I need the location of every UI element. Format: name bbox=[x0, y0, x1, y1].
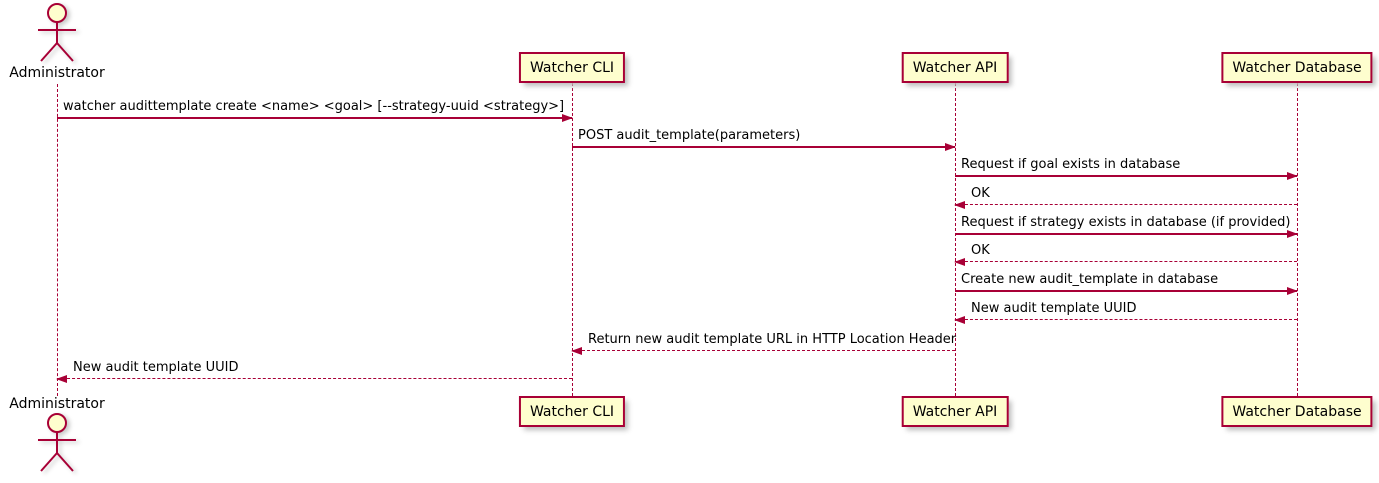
message-8-line bbox=[955, 319, 1297, 320]
message-7-label: Create new audit_template in database bbox=[961, 272, 1219, 287]
participant-watcher-cli-top: Watcher CLI bbox=[518, 52, 626, 83]
message-3: Request if goal exists in database bbox=[955, 154, 1298, 180]
message-5-line bbox=[955, 233, 1297, 235]
arrowhead-left-icon bbox=[954, 258, 965, 266]
arrowhead-right-icon bbox=[1287, 172, 1298, 180]
message-3-line bbox=[955, 175, 1297, 177]
arrowhead-left-icon bbox=[954, 316, 965, 324]
participant-watcher-database-top: Watcher Database bbox=[1221, 52, 1373, 83]
message-6-line bbox=[955, 261, 1297, 262]
participant-watcher-cli-bottom: Watcher CLI bbox=[518, 396, 626, 427]
message-2-label: POST audit_template(parameters) bbox=[578, 128, 801, 143]
message-5: Request if strategy exists in database (… bbox=[955, 212, 1298, 238]
message-1-line bbox=[57, 117, 572, 119]
arrowhead-right-icon bbox=[1287, 287, 1298, 295]
actor-label-top: Administrator bbox=[9, 65, 105, 81]
arrowhead-right-icon bbox=[1287, 230, 1298, 238]
message-3-label: Request if goal exists in database bbox=[961, 157, 1181, 172]
message-5-label: Request if strategy exists in database (… bbox=[961, 215, 1291, 230]
arrowhead-left-icon bbox=[56, 375, 67, 383]
message-4: OK bbox=[954, 183, 1297, 209]
message-8-label: New audit template UUID bbox=[971, 301, 1137, 316]
message-9: Return new audit template URL in HTTP Lo… bbox=[571, 329, 957, 355]
arrowhead-left-icon bbox=[954, 201, 965, 209]
actor-label-bottom: Administrator bbox=[9, 396, 105, 412]
message-4-line bbox=[955, 204, 1297, 205]
arrowhead-right-icon bbox=[945, 143, 956, 151]
message-1-label: watcher audittemplate create <name> <goa… bbox=[63, 99, 565, 114]
message-4-label: OK bbox=[971, 186, 990, 201]
participant-watcher-database-bottom: Watcher Database bbox=[1221, 396, 1373, 427]
lifeline-watcher-cli bbox=[572, 83, 573, 396]
message-9-line bbox=[572, 350, 955, 351]
lifeline-watcher-api bbox=[955, 83, 956, 396]
message-6: OK bbox=[954, 240, 1297, 266]
actor-icon bbox=[38, 3, 76, 62]
message-6-label: OK bbox=[971, 243, 990, 258]
arrowhead-right-icon bbox=[562, 114, 573, 122]
message-8: New audit template UUID bbox=[954, 298, 1297, 324]
actor-icon bbox=[38, 413, 76, 472]
arrowhead-left-icon bbox=[571, 347, 582, 355]
message-2: POST audit_template(parameters) bbox=[572, 125, 956, 151]
lifeline-watcher-database bbox=[1297, 83, 1298, 396]
participant-watcher-api-top: Watcher API bbox=[901, 52, 1009, 83]
message-9-label: Return new audit template URL in HTTP Lo… bbox=[588, 332, 957, 347]
message-10-label: New audit template UUID bbox=[73, 360, 239, 375]
message-10-line bbox=[57, 378, 572, 379]
participant-watcher-api-bottom: Watcher API bbox=[901, 396, 1009, 427]
message-10: New audit template UUID bbox=[56, 357, 572, 383]
message-1: watcher audittemplate create <name> <goa… bbox=[57, 96, 573, 122]
message-2-line bbox=[572, 146, 955, 148]
message-7-line bbox=[955, 290, 1297, 292]
message-7: Create new audit_template in database bbox=[955, 269, 1298, 295]
lifeline-administrator bbox=[57, 84, 58, 396]
